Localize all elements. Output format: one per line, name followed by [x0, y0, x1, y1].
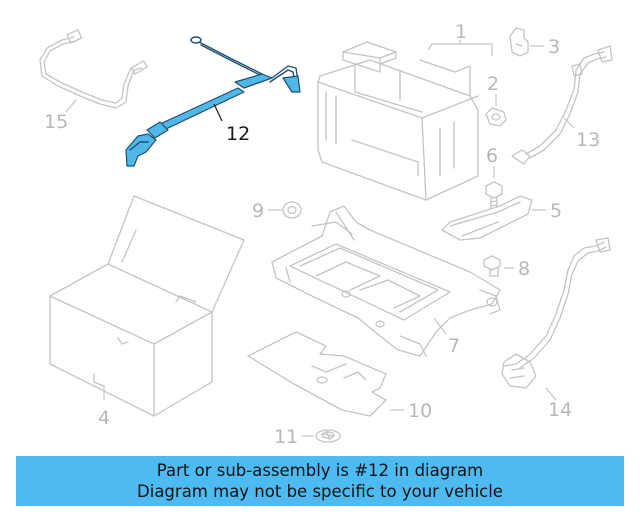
callout-11: 11 — [274, 426, 298, 448]
banner-line-1: Part or sub-assembly is #12 in diagram — [156, 461, 484, 480]
callout-12[interactable]: 12 — [226, 123, 250, 145]
part-2-cap — [485, 107, 507, 127]
lead-12 — [213, 103, 223, 122]
part-11-plug — [315, 429, 341, 443]
part-7-battery-tray — [271, 205, 501, 357]
part-4-battery-cover — [49, 195, 245, 417]
callout-3: 3 — [548, 36, 560, 58]
callout-7: 7 — [448, 335, 460, 357]
lead-7 — [433, 317, 447, 335]
part-12-cable-highlighted[interactable] — [125, 36, 301, 167]
callout-2: 2 — [487, 73, 499, 95]
part-15-battery-cable — [39, 29, 148, 109]
part-5-bracket — [441, 195, 533, 241]
callout-9: 9 — [252, 200, 264, 222]
part-3-clip — [509, 27, 529, 57]
callout-15: 15 — [44, 111, 68, 133]
lead-13 — [563, 117, 575, 129]
part-10-insulator-pad — [247, 331, 387, 417]
part-1-battery — [317, 41, 479, 201]
banner-line-2: Diagram may not be specific to your vehi… — [137, 482, 503, 501]
callout-8: 8 — [518, 258, 530, 280]
callout-6: 6 — [486, 145, 498, 167]
info-banner: Part or sub-assembly is #12 in diagram D… — [16, 456, 624, 506]
callout-14: 14 — [548, 399, 572, 421]
parts-diagram: 15 12 1 2 — [39, 21, 613, 448]
lead-1 — [427, 43, 493, 56]
part-13-cable — [511, 45, 613, 165]
part-9-grommet — [282, 201, 302, 219]
part-8-bolt — [483, 255, 501, 277]
callout-4: 4 — [98, 407, 110, 429]
lead-14 — [545, 387, 557, 401]
callout-13: 13 — [576, 129, 600, 151]
callout-5: 5 — [550, 200, 562, 222]
callout-1: 1 — [455, 21, 467, 43]
lead-15 — [65, 99, 77, 113]
callout-10: 10 — [408, 400, 432, 422]
part-14-cable — [501, 237, 611, 389]
